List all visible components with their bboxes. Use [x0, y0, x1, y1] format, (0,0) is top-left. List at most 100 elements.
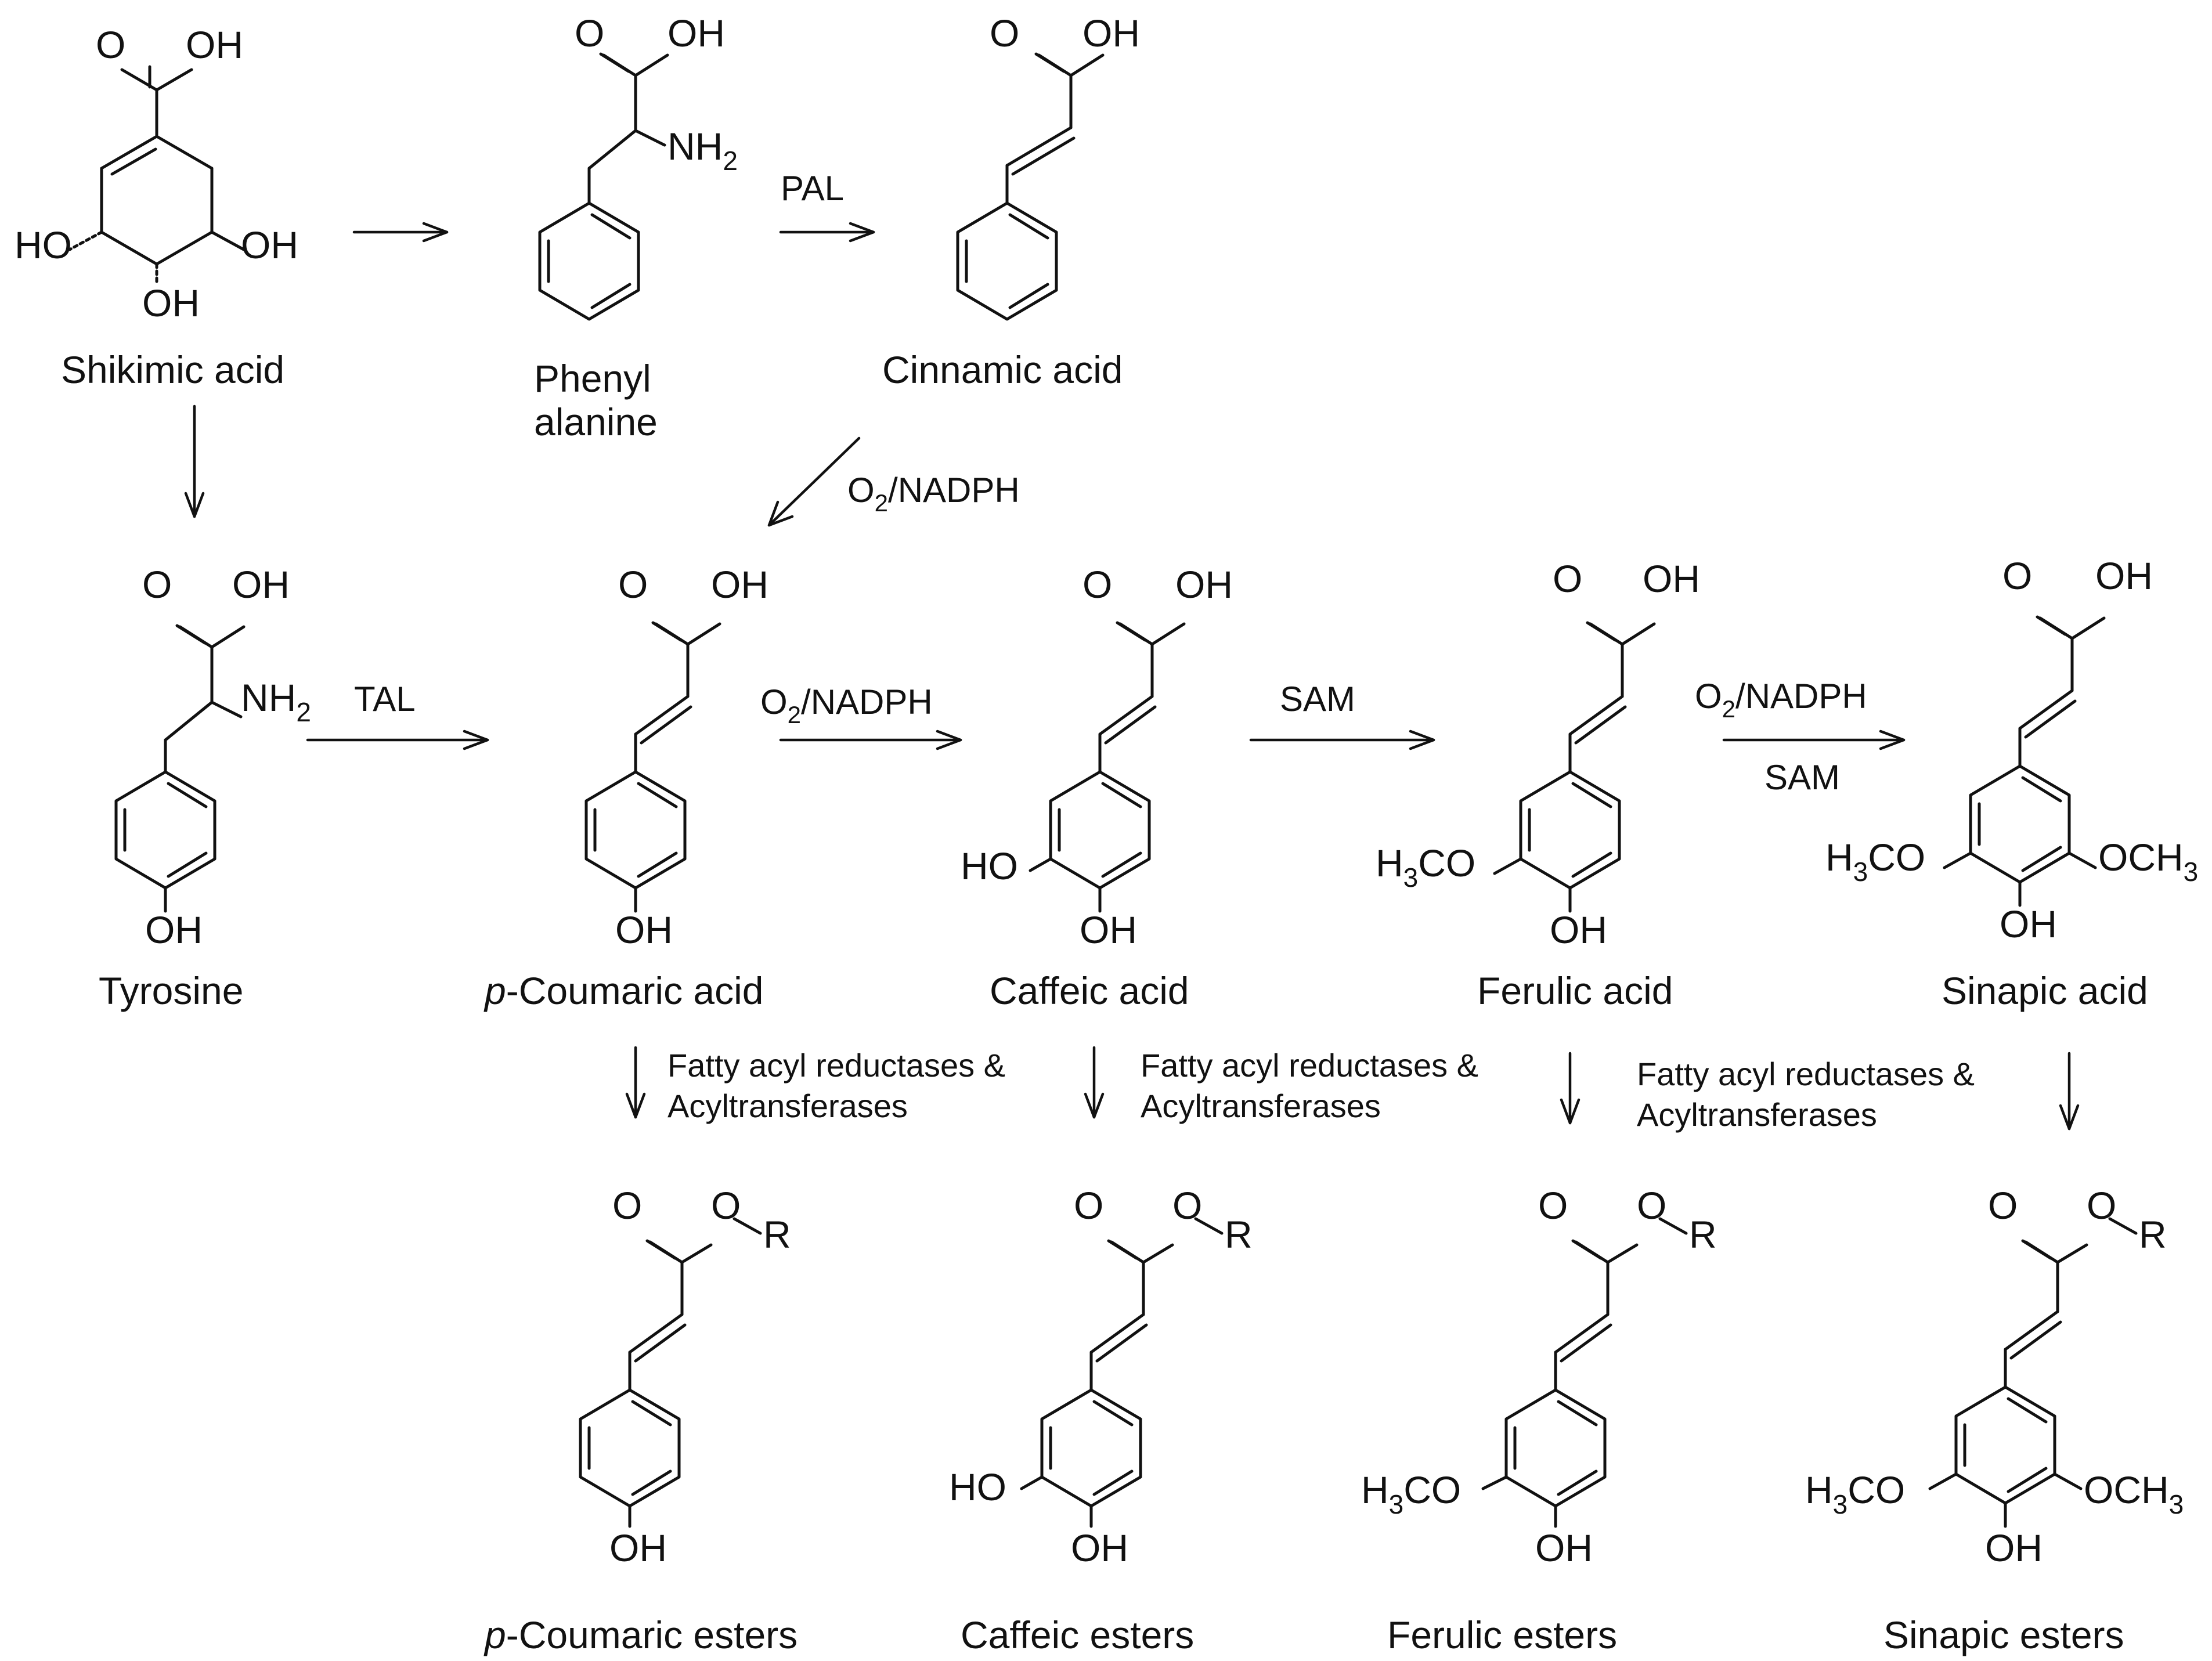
- carbonyl-oxygen: O: [142, 563, 172, 606]
- amine-label: NH2: [241, 676, 311, 727]
- carbonyl-oxygen: O: [1538, 1184, 1568, 1227]
- esterification-label-line2: Acyltransferases: [1637, 1096, 1877, 1133]
- amine-label: NH2: [667, 125, 738, 176]
- hydroxyl-label: OH: [186, 23, 243, 66]
- phenylalanine-structure: O OH NH2: [538, 12, 738, 321]
- carbonyl-oxygen: O: [1988, 1184, 2018, 1227]
- r-group-label: R: [2139, 1213, 2167, 1256]
- caffeic-acid-label: Caffeic acid: [990, 969, 1189, 1012]
- arrow-coumaric-to-esters: [625, 1046, 646, 1119]
- hydroxyl-label: OH: [1550, 908, 1607, 951]
- o2-nadph-label: O2/NADPH: [1695, 677, 1867, 723]
- methoxy-label: H3CO: [1825, 836, 1925, 887]
- sinapic-acid-structure: O OH H3CO OCH3 OH: [1825, 554, 2198, 945]
- hydroxyl-label: OH: [1082, 12, 1140, 55]
- carbonyl-oxygen: O: [1553, 557, 1582, 600]
- arrow-sinapic-to-esters: [2059, 1052, 2080, 1131]
- hydroxyl-label: OH: [232, 563, 290, 606]
- caffeic-esters-label: Caffeic esters: [961, 1613, 1194, 1656]
- o2-nadph-label: O2/NADPH: [847, 471, 1020, 517]
- arrow-shikimic-to-tyrosine: [184, 405, 205, 518]
- esterification-label-line1: Fatty acyl reductases &: [667, 1047, 1005, 1084]
- hydroxyl-label: OH: [2095, 554, 2153, 597]
- esterification-label-line2: Acyltransferases: [667, 1088, 908, 1124]
- methoxy-right-label: OCH3: [2098, 836, 2198, 887]
- p-coumaric-acid-label: p-Coumaric acid: [483, 969, 764, 1012]
- shikimic-acid-label: Shikimic acid: [61, 348, 284, 391]
- cinnamic-acid-label: Cinnamic acid: [882, 348, 1123, 391]
- phenylalanine-label-line2: alanine: [534, 400, 658, 443]
- enzyme-pal-label: PAL: [781, 169, 844, 208]
- caffeic-ester-structure: O O R HO OH: [949, 1184, 1253, 1569]
- hydroxyl-label: OH: [609, 1526, 667, 1569]
- hydroxyl-label: OH: [615, 908, 673, 951]
- arrow-ferulic-to-esters: [1560, 1052, 1580, 1125]
- r-group-label: R: [1689, 1213, 1717, 1256]
- p-coumaric-ester-structure: O O R OH: [579, 1184, 791, 1569]
- esterification-label-line1: Fatty acyl reductases &: [1141, 1047, 1478, 1084]
- hydroxyl-label: OH: [1643, 557, 1700, 600]
- cinnamic-acid-structure: O OH: [956, 12, 1140, 321]
- shikimic-acid-structure: O OH HO OH OH: [15, 23, 298, 324]
- caffeic-acid-structure: O OH HO OH: [961, 563, 1233, 951]
- esterification-label-line2: Acyltransferases: [1141, 1088, 1381, 1124]
- carbonyl-oxygen: O: [990, 12, 1019, 55]
- ferulic-ester-structure: O O R H3CO OH: [1361, 1184, 1717, 1569]
- methoxy-label: H3CO: [1805, 1468, 1905, 1519]
- hydroxyl-left-label: HO: [15, 223, 72, 266]
- ferulic-acid-label: Ferulic acid: [1477, 969, 1673, 1012]
- hydroxyl-label: OH: [1175, 563, 1233, 606]
- hydroxyl-left-label: HO: [949, 1465, 1006, 1508]
- ester-oxygen: O: [1637, 1184, 1666, 1227]
- p-coumaric-acid-structure: O OH OH: [584, 563, 768, 951]
- carbonyl-oxygen: O: [2002, 554, 2032, 597]
- sinapic-ester-structure: O O R H3CO OCH3 OH: [1805, 1184, 2184, 1569]
- sinapic-esters-label: Sinapic esters: [1883, 1613, 2124, 1656]
- methoxy-right-label: OCH3: [2084, 1468, 2184, 1519]
- carbonyl-oxygen: O: [618, 563, 648, 606]
- tyrosine-structure: O OH NH2 OH: [114, 563, 311, 951]
- arrow-ferulic-to-sinapic: [1722, 730, 1906, 750]
- carbonyl-oxygen: O: [612, 1184, 642, 1227]
- methoxy-label: H3CO: [1376, 842, 1475, 893]
- hydroxyl-label: OH: [1985, 1526, 2043, 1569]
- r-group-label: R: [763, 1213, 791, 1256]
- hydroxyl-label: OH: [145, 908, 203, 951]
- arrow-caffeic-to-esters: [1084, 1046, 1105, 1119]
- carbonyl-oxygen: O: [575, 12, 604, 55]
- enzyme-sam-label: SAM: [1280, 680, 1355, 718]
- hydroxyl-label: OH: [711, 563, 768, 606]
- hydroxyl-label: OH: [1071, 1526, 1128, 1569]
- r-group-label: R: [1225, 1213, 1253, 1256]
- hydroxyl-label: OH: [241, 223, 298, 266]
- arrow-tal: [306, 730, 489, 750]
- arrow-cinnamic-to-coumaric: [767, 436, 861, 527]
- arrow-coumaric-to-caffeic: [779, 730, 962, 750]
- tyrosine-label: Tyrosine: [99, 969, 243, 1012]
- arrow-pal: [779, 222, 875, 243]
- ferulic-acid-structure: O OH H3CO OH: [1376, 557, 1700, 951]
- carbonyl-oxygen: O: [96, 23, 125, 66]
- hydroxyl-label: OH: [1535, 1526, 1593, 1569]
- esterification-label-line1: Fatty acyl reductases &: [1637, 1056, 1975, 1092]
- carbonyl-oxygen: O: [1074, 1184, 1103, 1227]
- ester-oxygen: O: [1172, 1184, 1202, 1227]
- methoxy-label: H3CO: [1361, 1468, 1461, 1519]
- phenylalanine-label-line1: Phenyl: [534, 357, 651, 400]
- p-coumaric-esters-label: p-Coumaric esters: [483, 1613, 798, 1656]
- o2-nadph-label: O2/NADPH: [760, 683, 933, 728]
- carbonyl-oxygen: O: [1082, 563, 1112, 606]
- hydroxyl-label: OH: [667, 12, 725, 55]
- ester-oxygen: O: [2087, 1184, 2116, 1227]
- hydroxyl-label: OH: [2000, 902, 2057, 945]
- hydroxyl-label: OH: [1080, 908, 1137, 951]
- hydroxyl-left-label: HO: [961, 844, 1018, 887]
- hydroxyl-label: OH: [142, 281, 200, 324]
- ester-oxygen: O: [711, 1184, 741, 1227]
- arrow-shikimic-to-phenylalanine: [352, 222, 449, 243]
- sinapic-acid-label: Sinapic acid: [1942, 969, 2148, 1012]
- enzyme-tal-label: TAL: [354, 680, 416, 718]
- enzyme-sam-label: SAM: [1764, 758, 1840, 797]
- ferulic-esters-label: Ferulic esters: [1387, 1613, 1617, 1656]
